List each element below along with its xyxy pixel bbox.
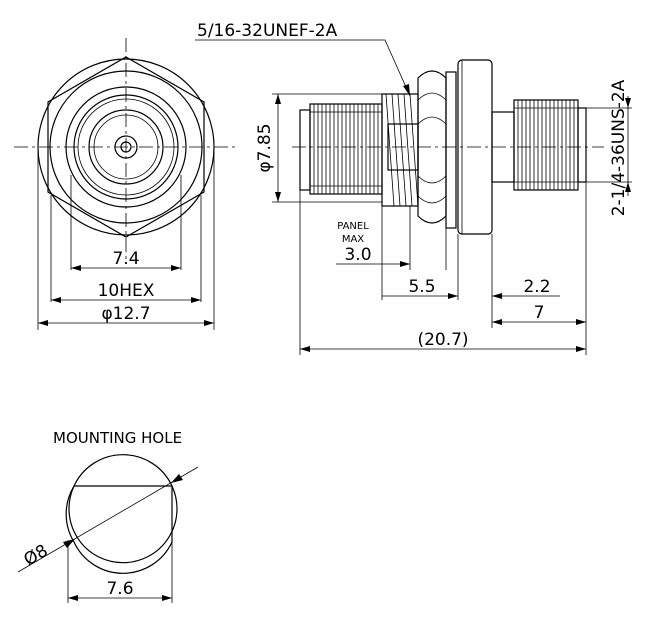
mounting-hole-outline <box>65 454 173 574</box>
front-pin-inner <box>120 141 132 153</box>
side-view: 5/16-32UNEF-2A φ7.85 2-1/4-36UNS-2A PANE… <box>195 21 632 355</box>
mounting-hole-view: MOUNTING HOLE Ø8 7.6 <box>17 429 199 603</box>
dim-label-20-7: (20.7) <box>417 330 468 350</box>
rear-face <box>577 107 587 183</box>
front-insulator-circle <box>93 114 159 180</box>
dim-label-hole: Ø8 <box>21 541 52 570</box>
front-hex-inscribed <box>49 70 203 224</box>
dim-line-hole <box>17 466 199 573</box>
dim-label-7: 7 <box>534 303 545 323</box>
thread-leader <box>195 39 411 97</box>
max-label: MAX <box>342 234 364 245</box>
mounting-thread-lines <box>385 93 419 207</box>
left-face <box>299 109 311 191</box>
front-view: 7.4 10HEX φ12.7 <box>14 38 236 330</box>
dim-label-2-2: 2.2 <box>523 277 550 297</box>
front-thread-circle <box>77 98 175 196</box>
front-body-circle <box>65 86 187 208</box>
rear-thread-lines <box>517 100 575 190</box>
left-thread-lines <box>313 104 379 194</box>
washer <box>445 71 457 229</box>
front-inner-circle <box>88 109 164 185</box>
front-ring-circle <box>73 94 179 200</box>
dim-label-12-7: φ12.7 <box>101 304 150 324</box>
front-pin-outer <box>114 135 138 159</box>
mounting-hole-shape <box>68 485 178 564</box>
dim-label-5-5: 5.5 <box>408 277 435 297</box>
front-hex-outline <box>47 56 205 238</box>
dim-label-7-6: 7.6 <box>106 579 133 599</box>
mounting-hole-title: MOUNTING HOLE <box>53 429 182 447</box>
dim-label-7-4: 7.4 <box>112 249 139 269</box>
dim-label-3-0: 3.0 <box>344 245 371 265</box>
thread-callout: 5/16-32UNEF-2A <box>197 21 338 41</box>
panel-label: PANEL <box>337 221 369 232</box>
dim-label-7-85: φ7.85 <box>255 123 275 172</box>
rear-thread-callout: 2-1/4-36UNS-2A <box>609 79 629 216</box>
dim-label-10hex: 10HEX <box>98 281 155 301</box>
